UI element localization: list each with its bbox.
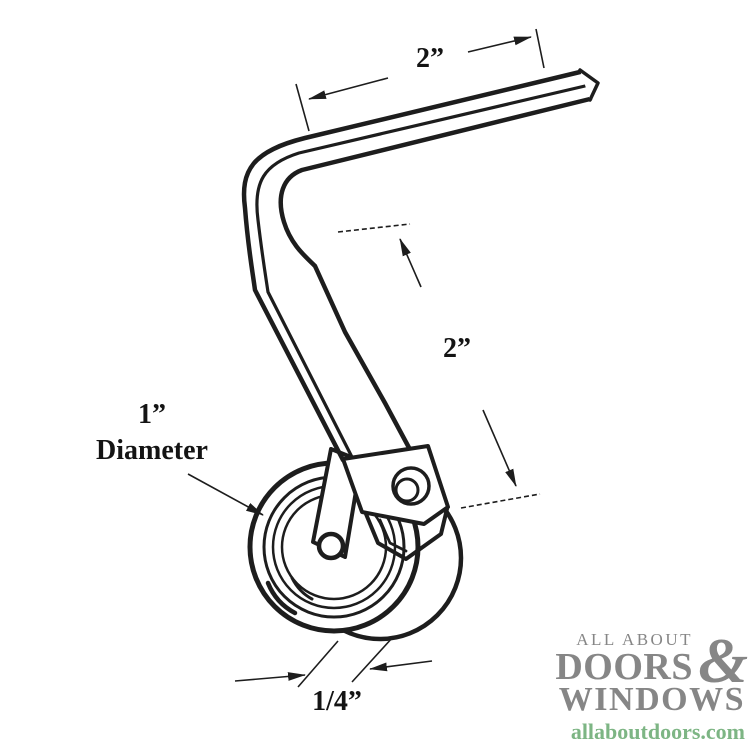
dimension-arrow — [399, 238, 422, 288]
dimension-arrow — [482, 409, 517, 487]
dimension-side-length: 2” — [337, 223, 541, 509]
dimension-arrow — [187, 473, 264, 516]
logo-doors: DOORS — [555, 645, 693, 688]
arm-thickness-edge — [255, 84, 587, 463]
diameter-value-label: 1” — [138, 399, 166, 430]
logo-all-about: ALL ABOUT — [576, 629, 693, 649]
dimension-arrow — [234, 672, 306, 682]
extension-line — [535, 28, 545, 69]
bracket-fork — [364, 507, 449, 561]
wheel-shading — [265, 580, 298, 616]
extension-line — [351, 636, 394, 683]
dimension-arrow — [369, 660, 433, 672]
logo-website-url: allaboutdoors.com — [570, 718, 745, 744]
dimension-arrow — [467, 36, 532, 53]
arm-outer-edge — [241, 69, 583, 463]
rivet-inner — [394, 477, 420, 503]
brand-watermark: & ALL ABOUT DOORS WINDOWS allaboutdoors.… — [533, 624, 748, 744]
arm-inner-edge — [278, 96, 593, 460]
axle-hole — [316, 531, 346, 561]
dimension-wheel-diameter: 1” Diameter — [96, 399, 264, 516]
spring-arm — [241, 68, 600, 561]
dimension-label-side: 2” — [443, 333, 471, 364]
extension-line-dashed — [460, 493, 541, 509]
bracket-fork-slot — [378, 518, 408, 553]
arm-tip — [578, 68, 600, 102]
dimension-label-width: 1/4” — [312, 686, 362, 717]
wheel-shading — [290, 576, 314, 601]
dimension-wheel-width: 1/4” — [234, 636, 433, 717]
mounting-bracket — [341, 444, 450, 561]
rivet — [391, 466, 431, 506]
logo-windows: WINDOWS — [558, 681, 745, 719]
diameter-text-label: Diameter — [96, 435, 208, 466]
extension-line-dashed — [337, 223, 411, 233]
dimension-top-length: 2” — [295, 28, 545, 132]
dimension-arrow — [308, 77, 389, 100]
logo-ampersand: & — [698, 624, 748, 696]
extension-line — [295, 83, 310, 132]
dimension-label-top: 2” — [416, 43, 444, 74]
extension-line — [297, 640, 339, 688]
